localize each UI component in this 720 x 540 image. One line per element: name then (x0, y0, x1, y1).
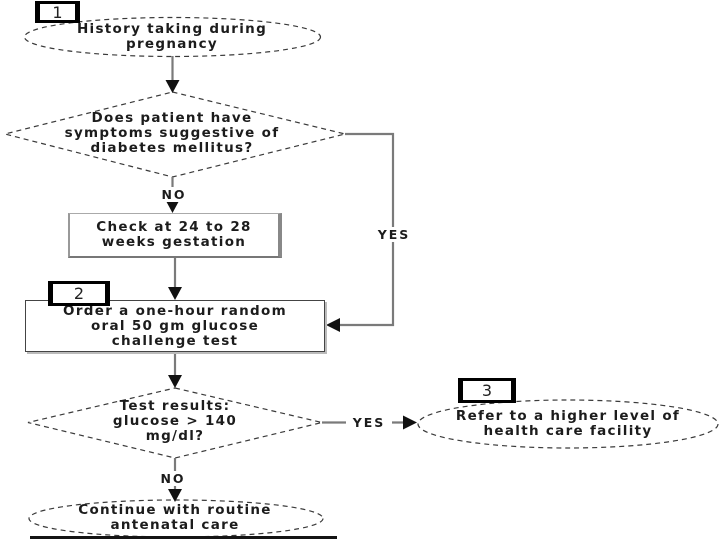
order-box-label: Order a one-hour random oral 50 gm gluco… (63, 302, 287, 349)
no-label-1: NO (152, 187, 196, 202)
step-label-1: 1 (35, 1, 80, 23)
decision-2-label: Test results: glucose > 140 mg/dl? (112, 398, 238, 444)
refer-oval-shape (417, 399, 719, 449)
step-label-2: 2 (48, 281, 110, 306)
step-label-1-text: 1 (52, 2, 63, 22)
check-box-label: Check at 24 to 28 weeks gestation (96, 219, 252, 250)
continue-oval-label: Continue with routine antenatal care (78, 502, 272, 533)
yes-label-2: YES (346, 415, 392, 430)
arrowhead-down-order (168, 287, 182, 300)
start-oval-label: History taking during pregnancy (76, 21, 268, 52)
no-label-2: NO (151, 471, 195, 486)
arrowhead-down-decision1 (165, 80, 180, 93)
order-box: Order a one-hour random oral 50 gm gluco… (25, 300, 325, 352)
bottom-edge-bar (30, 536, 337, 539)
arrowhead-down-decision2 (168, 375, 182, 388)
refer-oval-label: Refer to a higher level of health care f… (455, 408, 681, 439)
start-oval-shape (23, 16, 322, 58)
arrowhead-right-refer (403, 415, 417, 430)
arrowhead-down-check (165, 200, 180, 213)
step-label-3-text: 3 (481, 381, 493, 400)
check-box: Check at 24 to 28 weeks gestation (68, 213, 282, 258)
arrowhead-down-continue (168, 489, 182, 502)
arrowhead-left-order (326, 318, 340, 332)
step-label-2-text: 2 (73, 284, 85, 303)
yes-label-1: YES (371, 227, 417, 242)
decision-diamond-2-shape (27, 387, 323, 459)
step-label-3: 3 (458, 378, 516, 403)
decision-1-label: Does patient have symptoms suggestive of… (64, 110, 280, 156)
